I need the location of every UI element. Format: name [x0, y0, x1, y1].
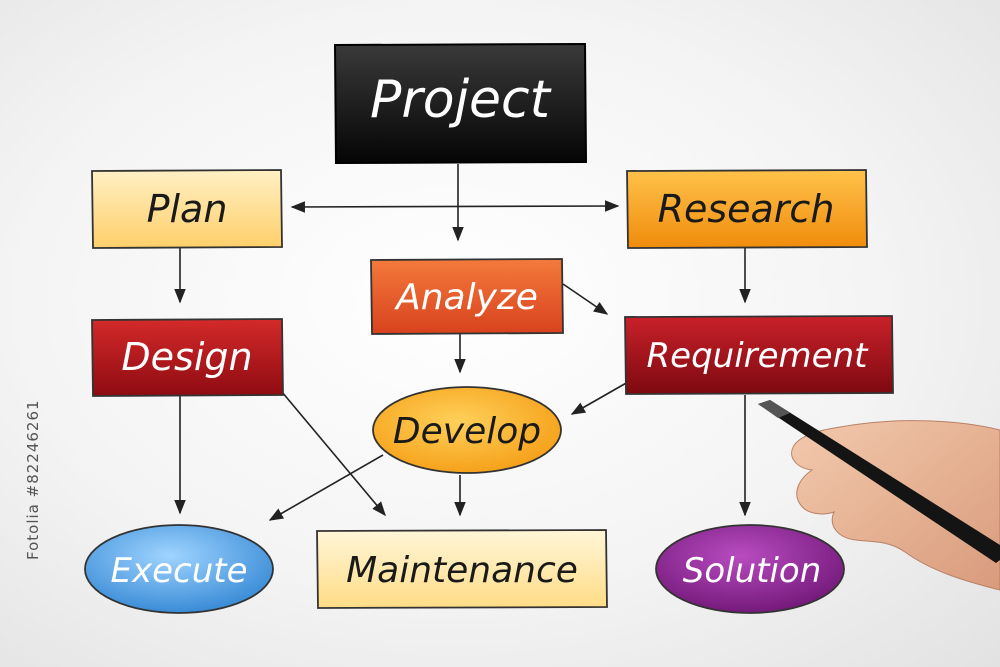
node-develop-label: Develop [393, 411, 541, 452]
hand-with-pen [758, 400, 1000, 591]
watermark: Fotolia #82246261 [24, 399, 42, 560]
node-solution-label: Solution [683, 551, 822, 591]
arrow-develop-execute [268, 454, 384, 521]
node-execute: Execute [84, 524, 274, 614]
hand [791, 420, 1000, 591]
node-design-label: Design [121, 335, 252, 379]
node-project-label: Project [370, 70, 552, 130]
node-project: Project [333, 42, 588, 165]
pen [758, 400, 1000, 563]
node-research-label: Research [658, 187, 835, 231]
node-plan-label: Plan [147, 187, 228, 231]
node-research: Research [626, 169, 868, 249]
node-develop: Develop [372, 386, 562, 474]
node-execute-label: Execute [110, 551, 247, 591]
connectors [174, 164, 751, 521]
arrow-design-maintenance [281, 391, 386, 517]
node-requirement: Requirement [624, 315, 894, 395]
node-plan: Plan [91, 169, 283, 249]
arrow-analyze-requirement [562, 283, 609, 315]
node-design: Design [91, 318, 284, 397]
node-analyze: Analyze [370, 258, 564, 335]
node-analyze-label: Analyze [394, 277, 538, 318]
node-requirement-label: Requirement [647, 336, 870, 376]
node-maintenance-label: Maintenance [346, 550, 578, 591]
arrow-project-plan-research [290, 200, 620, 213]
node-solution: Solution [655, 524, 845, 614]
node-maintenance: Maintenance [316, 529, 608, 609]
arrow-requirement-develop [570, 381, 629, 415]
